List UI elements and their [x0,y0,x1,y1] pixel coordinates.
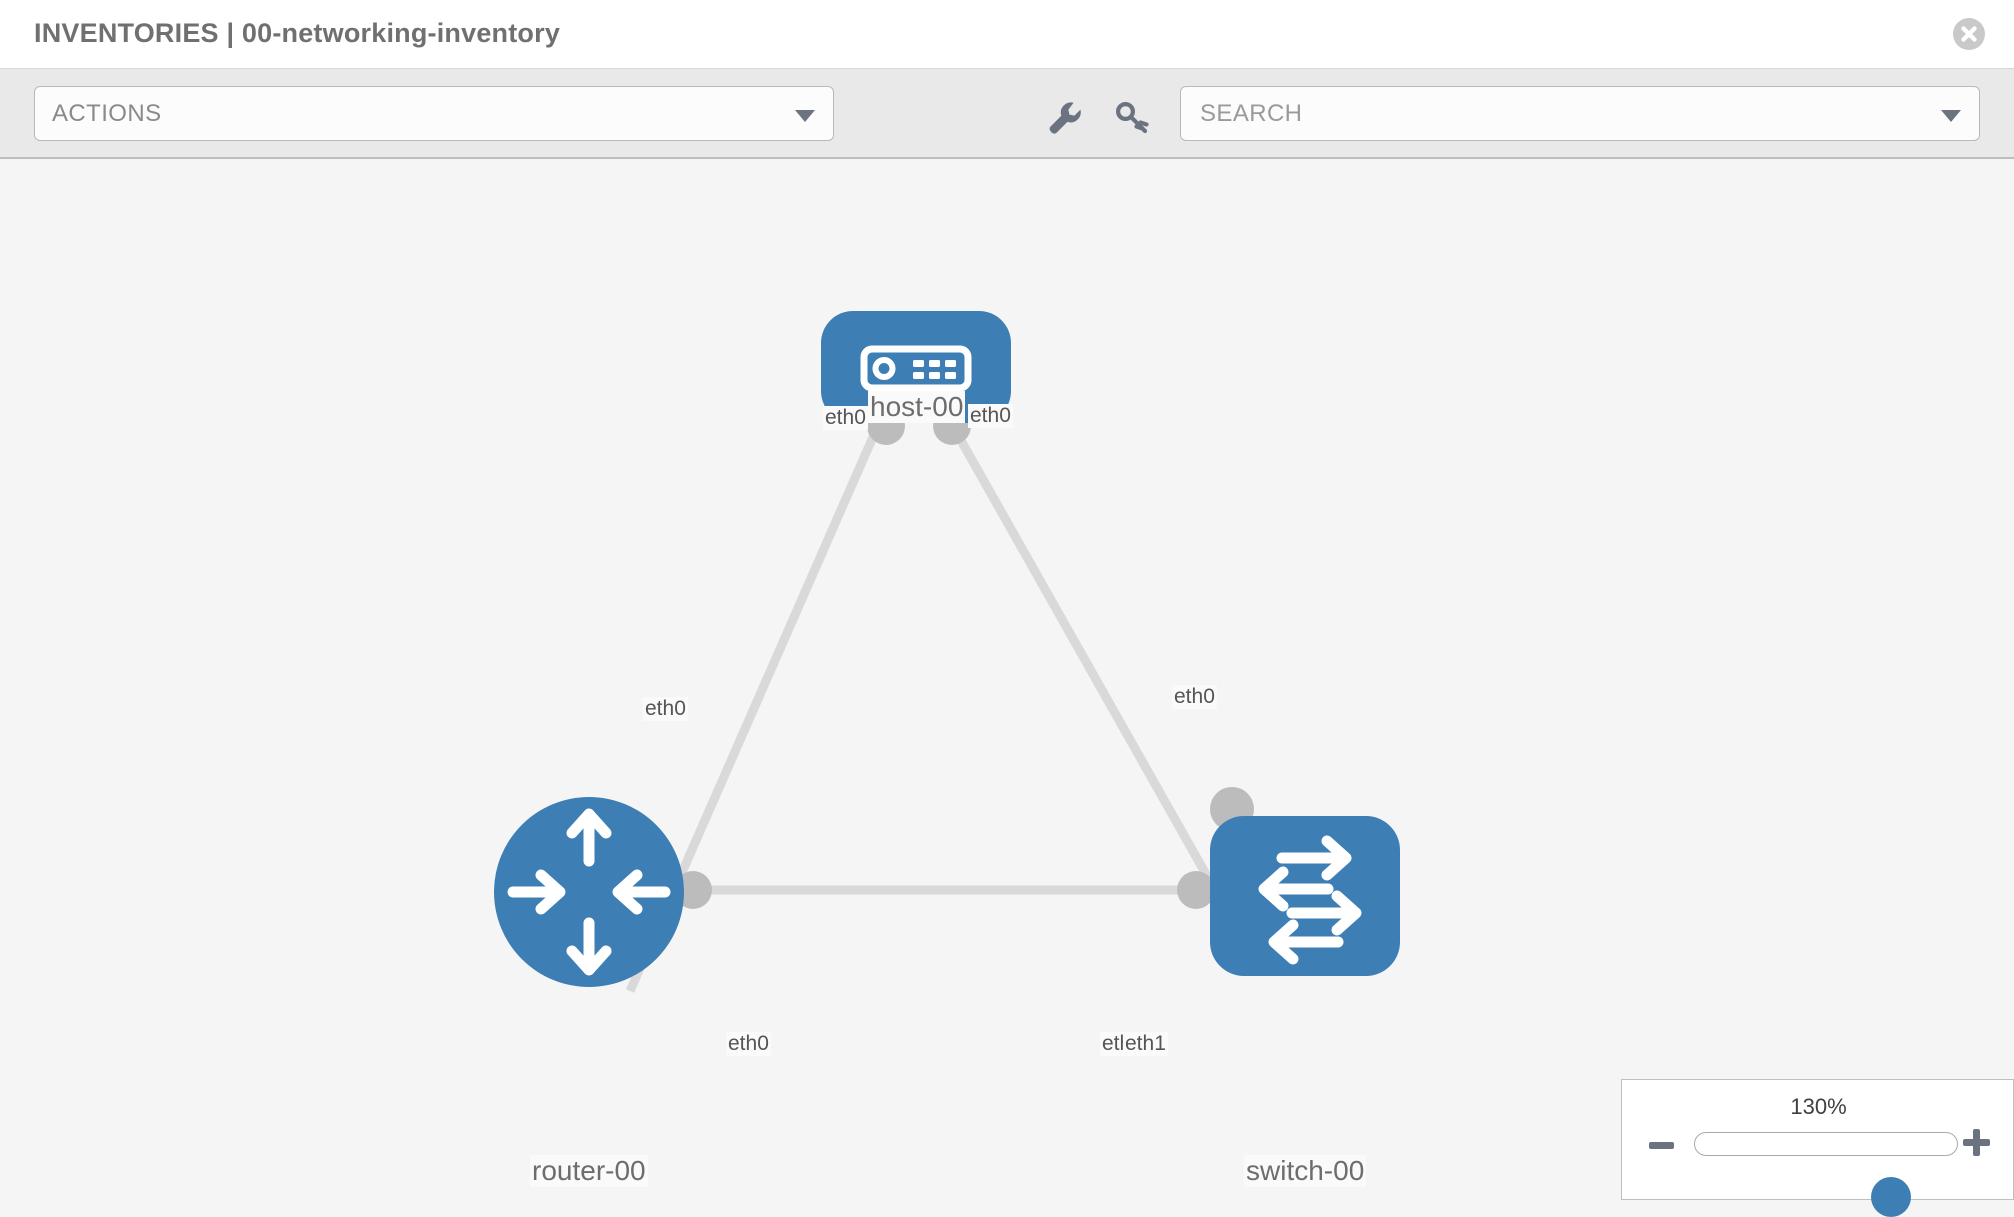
zoom-out-button[interactable] [1649,1142,1674,1149]
zoom-slider-track[interactable] [1694,1132,1958,1217]
zoom-control-panel: 130% [1621,1079,2014,1217]
topology-canvas[interactable]: eth0 host-00 eth0 eth0 eth0 eth0 eth eth… [0,161,2014,1200]
iface-label-router-up: eth0 [643,697,688,721]
actions-dropdown[interactable]: ACTIONS [34,86,834,141]
iface-label-router-right: eth0 [726,1032,771,1056]
close-icon[interactable] [1952,17,1986,51]
topology-connectors [674,407,1254,909]
node-label-router: router-00 [530,1155,648,1187]
chevron-down-icon [795,110,815,122]
window-header: INVENTORIES | 00-networking-inventory [0,0,2014,69]
search-input[interactable] [1198,99,1918,129]
toolbar: ACTIONS [0,69,2014,159]
link-host-switch [946,418,1259,964]
node-label-switch: switch-00 [1244,1155,1367,1187]
search-box[interactable] [1180,86,1980,141]
zoom-in-button[interactable] [1963,1129,1990,1156]
topology-graph [494,311,1400,993]
actions-dropdown-label: ACTIONS [52,100,162,127]
chevron-down-icon[interactable] [1941,110,1961,122]
connector-switch-left [1177,871,1215,909]
iface-label-switch-up: eth0 [1172,685,1217,709]
wrench-icon[interactable] [1042,95,1084,137]
page-title: INVENTORIES | 00-networking-inventory [34,18,561,48]
iface-label-host-right: eth0 [968,404,1013,428]
key-icon[interactable] [1111,95,1153,137]
topology-links [625,418,1259,993]
node-label-host: host-00 [868,391,966,423]
iface-label-switch-left-b: eth1 [1123,1032,1168,1056]
node-switch-00 [1210,816,1400,976]
node-router-00 [494,797,684,987]
iface-label-host-left: eth0 [823,406,868,430]
zoom-slider-handle[interactable] [1871,1177,1911,1217]
zoom-level-value: 130% [1790,1094,1847,1119]
